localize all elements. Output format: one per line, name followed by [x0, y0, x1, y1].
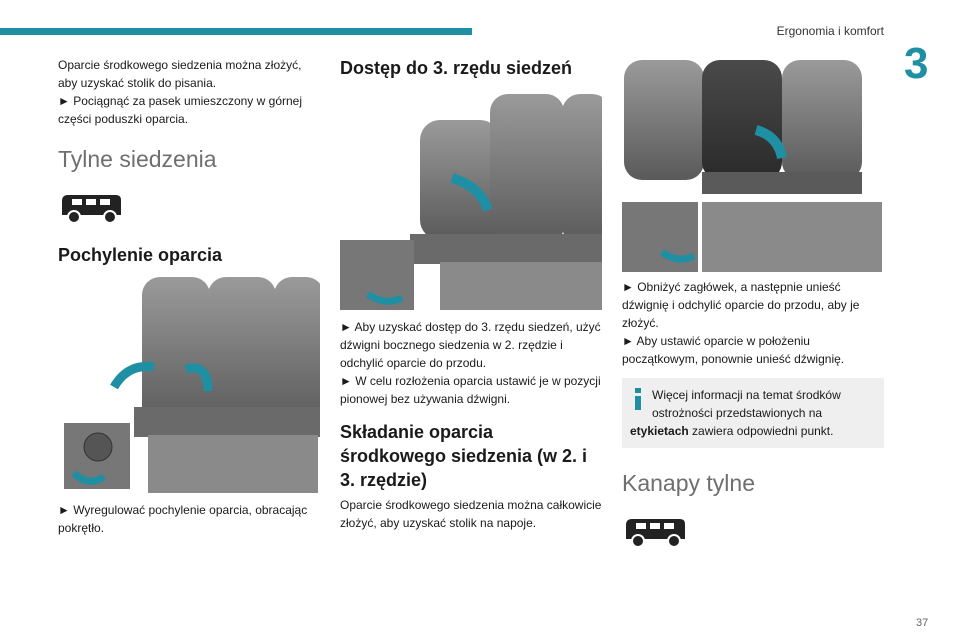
column-3: ► Obniżyć zagłówek, a następnie unieść d…	[622, 52, 884, 549]
intro-paragraph: Oparcie środkowego siedzenia można złoży…	[58, 58, 302, 90]
page-number: 37	[916, 617, 929, 629]
heading-recline: Pochylenie oparcia	[58, 245, 223, 265]
intro-instruction: ► Pociągnąć za pasek umieszczony w górne…	[58, 94, 302, 126]
fold-instruction-1: ► Obniżyć zagłówek, a następnie unieść d…	[622, 280, 860, 330]
heading-rear-benches: Kanapy tylne	[622, 470, 755, 496]
heading-fold-middle: Składanie oparcia środkowego siedzenia (…	[340, 422, 588, 490]
fold-middle-illustration	[622, 52, 884, 272]
van-icon	[62, 195, 121, 224]
section-title: Ergonomia i komfort	[776, 24, 884, 38]
info-bold-term: etykietach	[630, 424, 689, 438]
van-icon	[626, 519, 685, 548]
recline-instruction: ► Wyregulować pochylenie oparcia, obraca…	[58, 503, 308, 535]
info-box: Więcej informacji na temat środków ostro…	[622, 378, 884, 448]
header-accent-bar	[0, 28, 472, 35]
recline-illustration	[58, 277, 320, 493]
third-row-access-illustration	[340, 94, 602, 310]
access-instruction-2: ► W celu rozłożenia oparcia ustawić je w…	[340, 374, 601, 406]
heading-third-row-access: Dostęp do 3. rzędu siedzeń	[340, 58, 573, 78]
fold-description: Oparcie środkowego siedzenia można całko…	[340, 498, 602, 530]
column-2: Dostęp do 3. rzędu siedzeń ► Aby uzyskać…	[340, 52, 602, 532]
info-text-tail: zawiera odpowiedni punkt.	[688, 424, 834, 438]
info-text: Więcej informacji na temat środków ostro…	[652, 388, 841, 420]
fold-instruction-2: ► Aby ustawić oparcie w położeniu począt…	[622, 334, 845, 366]
chapter-number: 3	[904, 39, 929, 88]
column-1: Oparcie środkowego siedzenia można złoży…	[58, 52, 320, 537]
heading-rear-seats: Tylne siedzenia	[58, 146, 217, 172]
access-instruction-1: ► Aby uzyskać dostęp do 3. rzędu siedzeń…	[340, 320, 601, 370]
info-icon	[635, 388, 641, 410]
rotate-arrow-icon	[110, 361, 155, 390]
